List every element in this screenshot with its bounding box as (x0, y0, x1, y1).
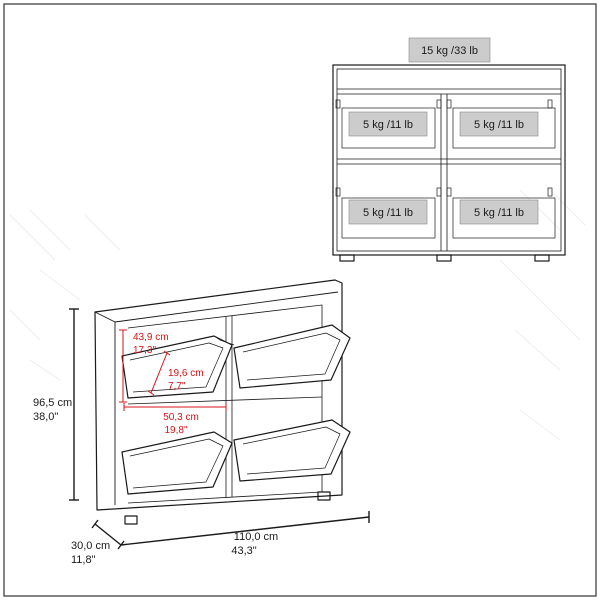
width-in-label: 43,3" (231, 545, 256, 557)
width-cm-label: 110,0 cm (234, 531, 278, 543)
foot-right-front (317, 491, 331, 501)
compartment-width-cm: 50,3 cm (163, 412, 199, 423)
top-load-label: 15 kg /33 lb (421, 45, 478, 57)
top-load-label-box (408, 37, 491, 63)
load-label-top-left: 5 kg /11 lb (363, 119, 413, 131)
front-view-foot-left (339, 254, 355, 262)
height-in-label: 38,0" (33, 411, 58, 423)
flip-door-upper-left (121, 335, 233, 399)
compartment-width-in: 19,8" (164, 425, 187, 436)
load-label-box-bottom-right (459, 199, 539, 225)
compartment-height-cm: 43,9 cm (133, 332, 169, 343)
front-view-cabinet (332, 64, 566, 256)
front-view (332, 64, 566, 262)
overall-dimension-lines (69, 308, 370, 550)
depth-cm-label: 30,0 cm (71, 540, 110, 552)
flip-door-lower-left (121, 431, 233, 495)
compartment-depth-cm: 19,6 cm (168, 368, 204, 379)
image-border (3, 3, 597, 597)
load-label-box-bottom-left (348, 199, 428, 225)
load-label-top-right: 5 kg /11 lb (474, 119, 524, 131)
compartment-dimension-lines (119, 329, 227, 411)
perspective-view (94, 279, 351, 525)
depth-in-label: 11,8" (71, 554, 96, 566)
compartment-depth-in: 7,7" (168, 381, 186, 392)
foot-left-front (124, 515, 138, 525)
load-label-bottom-left: 5 kg /11 lb (363, 207, 413, 219)
front-view-foot-right (534, 254, 550, 262)
load-label-box-top-right (459, 111, 539, 137)
height-cm-label: 96,5 cm (33, 397, 72, 409)
compartment-height-in: 17,3" (133, 345, 156, 356)
flip-door-lower-right (233, 419, 351, 482)
load-label-bottom-right: 5 kg /11 lb (474, 207, 524, 219)
flip-door-upper-right (233, 324, 351, 389)
front-view-foot-center (436, 254, 452, 262)
load-label-box-top-left (348, 111, 428, 137)
